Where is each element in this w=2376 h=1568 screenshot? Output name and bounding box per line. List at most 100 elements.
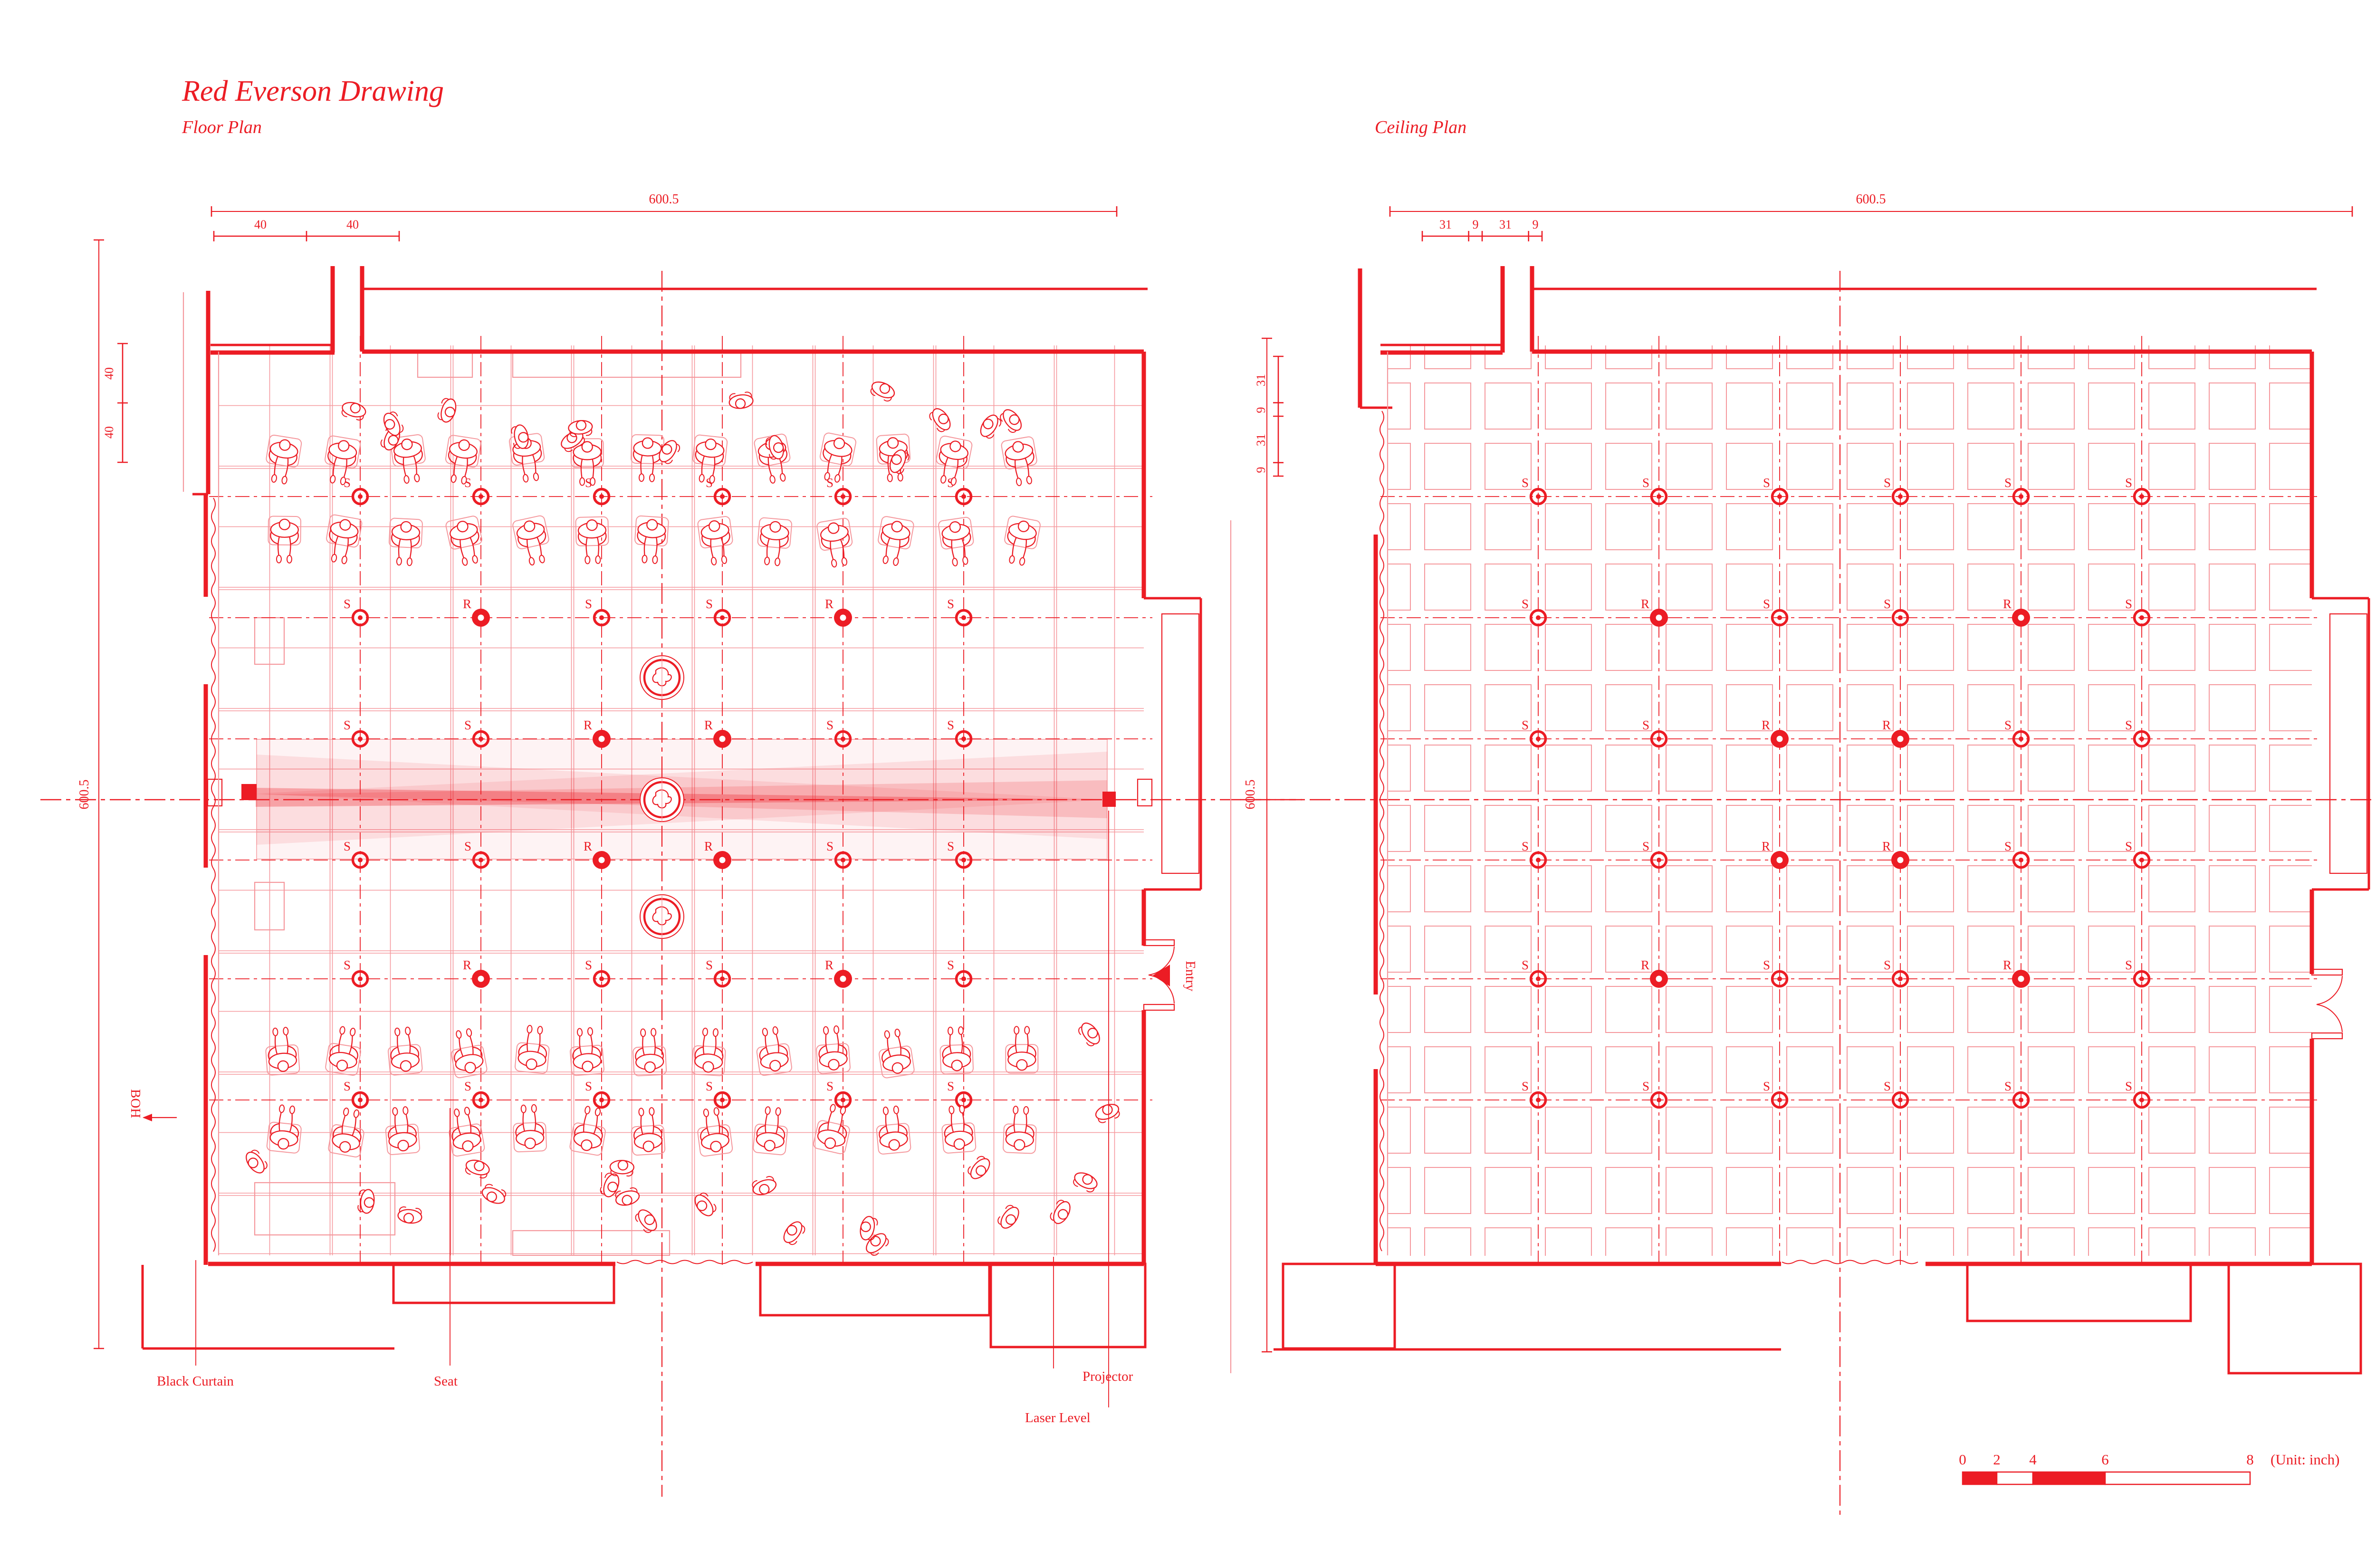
scale-tick-1: 2 [1993, 1451, 2001, 1468]
marker-label: S [1884, 476, 1891, 490]
marker-label: S [1884, 958, 1891, 972]
marker-label: S [464, 1079, 471, 1093]
label-laser-level: Laser Level [1025, 1410, 1091, 1425]
scale-bar [1962, 1471, 2251, 1485]
ceiling-dim-top-seg-1: 9 [1473, 218, 1479, 231]
marker-label: S [706, 1079, 713, 1093]
floor-dim-left-seg-0: 40 [102, 367, 116, 380]
marker-label: S [344, 958, 351, 972]
marker-label: S [947, 1079, 954, 1093]
marker-label: S [344, 1079, 351, 1093]
marker-label: S [2125, 1079, 2132, 1093]
marker-label: R [463, 958, 471, 972]
label-black-curtain: Black Curtain [157, 1374, 234, 1389]
marker-label: R [1762, 718, 1770, 732]
marker-label: S [1642, 476, 1649, 490]
ceiling-plan-title: Ceiling Plan [1375, 117, 1466, 137]
scale-tick-3: 6 [2101, 1451, 2109, 1468]
ceiling-main-centerlines [1240, 271, 2376, 1516]
marker-label: S [464, 839, 471, 853]
floor-grid [219, 345, 1144, 1256]
floor-dim-left-total: 600.5 [77, 780, 92, 810]
floor-plan-title: Floor Plan [182, 117, 262, 137]
marker-label: S [826, 718, 834, 732]
marker-label: S [1642, 718, 1649, 732]
marker-label: S [2125, 476, 2132, 490]
scale-tick-2: 4 [2029, 1451, 2037, 1468]
marker-label: R [825, 958, 834, 972]
marker-label: S [344, 597, 351, 611]
marker-label: S [706, 597, 713, 611]
marker-label: S [2004, 476, 2012, 490]
marker-label: S [2125, 958, 2132, 972]
floor-dim-top-seg-0: 40 [254, 218, 267, 231]
ceiling-dim-left-seg-3: 9 [1254, 467, 1268, 473]
marker-label: S [826, 839, 834, 853]
marker-label: R [825, 597, 834, 611]
marker-label: S [826, 1079, 834, 1093]
ceiling-coffers [1388, 345, 2312, 1256]
marker-label: R [2003, 958, 2012, 972]
marker-label: S [1763, 476, 1770, 490]
ceiling-dim-left-seg-0: 31 [1254, 374, 1268, 386]
ceiling-dim-left-seg-2: 31 [1254, 434, 1268, 446]
floor-dim-top-total: 600.5 [649, 192, 679, 207]
marker-label: R [1641, 597, 1649, 611]
page-title: Red Everson Drawing [182, 75, 444, 107]
marker-label: S [947, 839, 954, 853]
marker-label: S [2004, 839, 2012, 853]
scale-tick-4: 8 [2246, 1451, 2254, 1468]
scale-tick-0: 0 [1959, 1451, 1966, 1468]
marker-label: S [1522, 718, 1529, 732]
marker-label: S [1522, 1079, 1529, 1093]
marker-label: S [1522, 476, 1529, 490]
floor-walls [141, 266, 1232, 1373]
marker-label: R [704, 839, 713, 853]
dimension-lines [94, 206, 2353, 1353]
floor-dim-left-seg-1: 40 [102, 426, 116, 439]
marker-label: S [1642, 839, 1649, 853]
marker-label: S [1763, 958, 1770, 972]
marker-label: S [585, 958, 592, 972]
marker-label: S [2125, 839, 2132, 853]
marker-label: S [1522, 597, 1529, 611]
ceiling-dim-top-seg-0: 31 [1439, 218, 1452, 231]
marker-label: R [584, 718, 592, 732]
marker-label: S [1763, 597, 1770, 611]
marker-label: S [2125, 718, 2132, 732]
marker-label: R [1882, 839, 1891, 853]
audience-figures [246, 381, 1120, 1256]
marker-label: R [1882, 718, 1891, 732]
marker-label: S [2125, 597, 2132, 611]
marker-label: R [584, 839, 592, 853]
label-projector: Projector [1083, 1369, 1133, 1384]
marker-label: R [2003, 597, 2012, 611]
marker-label: S [1642, 1079, 1649, 1093]
label-boh: BOH [128, 1089, 143, 1118]
marker-label: S [2004, 718, 2012, 732]
floor-objects [640, 655, 684, 939]
marker-label: S [1884, 597, 1891, 611]
ceiling-dim-top-seg-3: 9 [1533, 218, 1539, 231]
marker-label: S [1522, 839, 1529, 853]
ceiling-dim-left-total: 600.5 [1243, 780, 1258, 810]
floor-annotations [143, 811, 1170, 1407]
marker-label: S [706, 958, 713, 972]
marker-label: S [947, 718, 954, 732]
marker-label: S [947, 958, 954, 972]
marker-label: S [464, 718, 471, 732]
marker-label: S [344, 839, 351, 853]
floor-dim-top-seg-1: 40 [346, 218, 359, 231]
marker-label: R [463, 597, 471, 611]
marker-label: S [1884, 1079, 1891, 1093]
scale-unit-label: (Unit: inch) [2271, 1451, 2340, 1468]
marker-label: S [947, 597, 954, 611]
marker-label: S [344, 718, 351, 732]
marker-label: S [2004, 1079, 2012, 1093]
ceiling-dim-left-seg-1: 9 [1254, 407, 1268, 413]
marker-label: S [585, 1079, 592, 1093]
